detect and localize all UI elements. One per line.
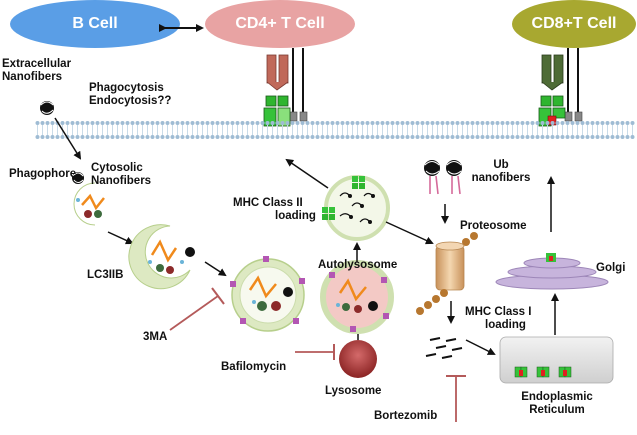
cd8-t-cell-label: CD8+T Cell xyxy=(531,15,617,32)
golgi xyxy=(495,253,609,290)
mhc-ii-loading-vesicle xyxy=(322,175,390,241)
cd8-tcr-complex xyxy=(538,48,583,127)
peptides-to-er-arrow xyxy=(465,339,496,355)
mhcii-to-membrane-arrow xyxy=(285,158,329,189)
cytosolic-nanofiber-icon xyxy=(72,172,84,184)
three-ma-inhibitor-bar xyxy=(211,287,225,305)
proteosome-label: Proteosome xyxy=(460,220,527,232)
lysosome-label: Lysosome xyxy=(325,385,382,397)
lc3iib-to-autophagosome-arrow xyxy=(204,261,227,277)
plasma-membrane xyxy=(35,120,635,140)
cd8-t-cell-ellipse xyxy=(512,0,636,48)
autolysosome-label: Autolysosome xyxy=(318,259,398,271)
phagophore xyxy=(73,182,105,226)
proteosome xyxy=(416,232,478,315)
phagophore-label: Phagophore xyxy=(9,168,77,180)
phagocytosis-arrow xyxy=(54,117,82,160)
three-ma-label: 3MA xyxy=(143,331,168,343)
b-cell-ellipse xyxy=(10,0,180,48)
autophagosome xyxy=(230,256,305,332)
mhcii-to-proteosome-arrow xyxy=(385,221,434,245)
peptide-fragments xyxy=(425,337,463,359)
lysosome xyxy=(339,340,377,378)
b-cell-label: B Cell xyxy=(72,15,118,32)
phagophore-to-lc3iib-arrow xyxy=(107,231,134,245)
cd4-t-cell-label: CD4+ T Cell xyxy=(235,15,325,32)
ub-nanofiber-icon xyxy=(424,160,462,195)
lc3iib-autophagosome xyxy=(128,224,195,290)
lc3iib-label: LC3IIB xyxy=(87,269,124,281)
golgi-label: Golgi xyxy=(596,262,626,274)
bortezomib-label: Bortezomib xyxy=(374,410,438,422)
autolysosome xyxy=(320,260,394,334)
extracellular-nanofiber-icon xyxy=(40,101,54,115)
endoplasmic-reticulum xyxy=(499,336,614,384)
three-ma-inhibitor-line xyxy=(169,295,219,331)
cd4-tcr-complex xyxy=(263,48,308,127)
bafilomycin-label: Bafilomycin xyxy=(221,361,287,373)
cd4-t-cell-ellipse xyxy=(205,0,355,48)
